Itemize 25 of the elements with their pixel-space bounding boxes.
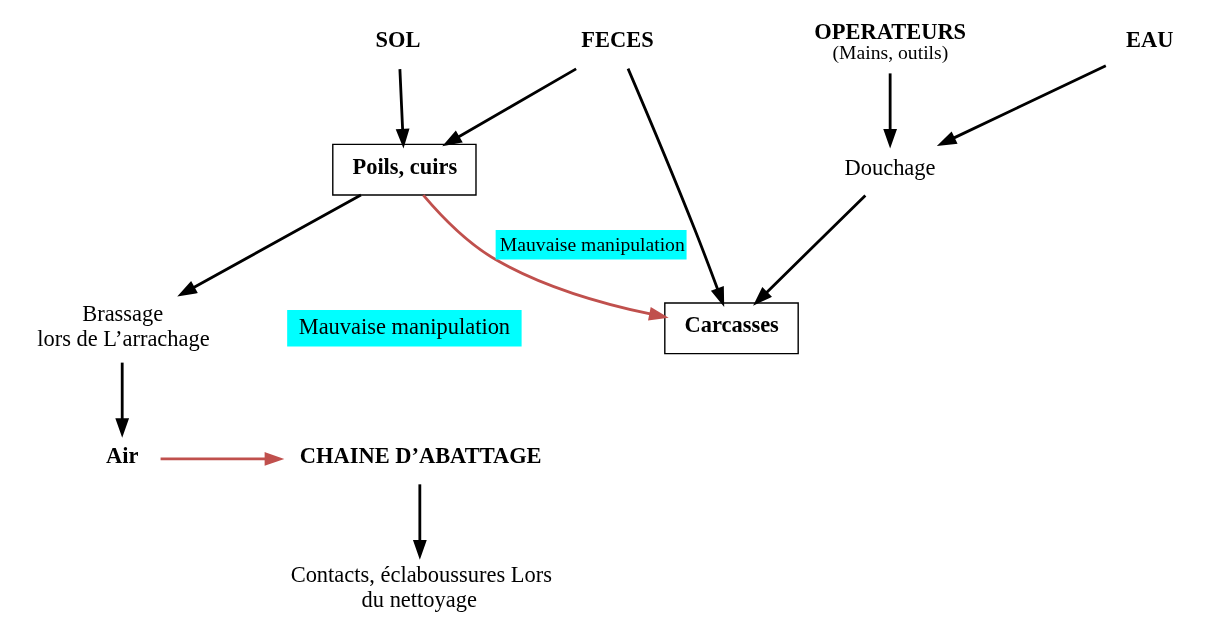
node-text: Brassage lors de L’arrachage	[37, 301, 210, 352]
arrow	[442, 67, 577, 147]
arrow	[422, 194, 669, 321]
arrow	[626, 68, 725, 307]
node-box: Carcasses	[664, 302, 799, 355]
arrow	[395, 69, 410, 149]
node-box: Poils, cuirs	[332, 143, 477, 196]
node-label: (Mains, outils)	[832, 41, 949, 64]
arrow	[883, 73, 898, 149]
node-text: SOL	[375, 27, 421, 53]
arrow	[753, 194, 867, 306]
node-text: Air	[106, 442, 139, 468]
arrow	[936, 64, 1107, 147]
node-text: FECES	[581, 27, 654, 53]
node-text: CHAINE D’ABATTAGE	[299, 442, 542, 468]
arrow	[115, 362, 130, 438]
arrow	[177, 193, 362, 297]
label: Mauvaise manipulation	[298, 313, 511, 339]
node-text: Contacts, éclaboussures Lors du nettoyage	[290, 562, 552, 613]
node-text: OPERATEURS	[814, 18, 967, 44]
arrow	[412, 484, 427, 560]
node-text: Douchage	[844, 155, 936, 181]
node-text: EAU	[1126, 27, 1174, 53]
edge-label: Mauvaise manipulation	[499, 232, 685, 255]
arrow	[160, 452, 285, 466]
